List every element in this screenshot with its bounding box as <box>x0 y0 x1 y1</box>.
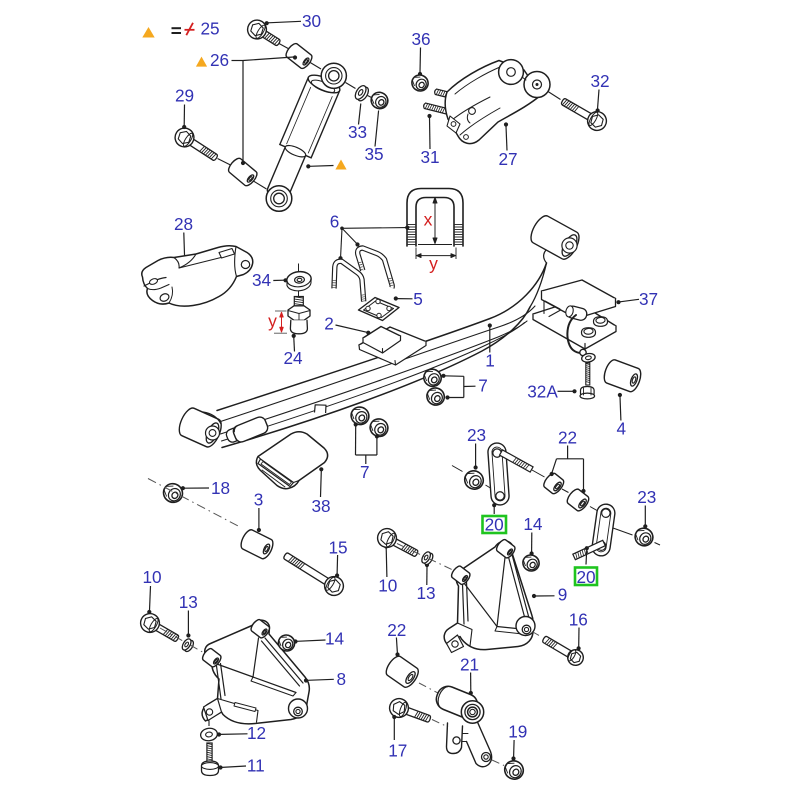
svg-text:x: x <box>424 210 433 230</box>
svg-text:36: 36 <box>411 29 430 49</box>
svg-text:38: 38 <box>311 496 330 516</box>
svg-text:25: 25 <box>200 18 219 38</box>
svg-text:12: 12 <box>247 723 266 743</box>
svg-text:13: 13 <box>416 583 435 603</box>
svg-text:14: 14 <box>325 629 345 649</box>
svg-text:29: 29 <box>175 86 194 106</box>
svg-text:37: 37 <box>639 289 658 309</box>
svg-text:7: 7 <box>360 462 370 482</box>
svg-text:10: 10 <box>378 576 397 596</box>
svg-text:2: 2 <box>324 314 334 334</box>
svg-text:17: 17 <box>388 740 407 760</box>
svg-text:33: 33 <box>348 122 367 142</box>
svg-text:35: 35 <box>364 144 383 164</box>
svg-text:19: 19 <box>508 722 527 742</box>
svg-text:4: 4 <box>617 419 627 439</box>
svg-text:1: 1 <box>485 351 495 371</box>
svg-text:21: 21 <box>460 654 479 674</box>
svg-text:8: 8 <box>337 669 347 689</box>
svg-text:27: 27 <box>498 149 517 169</box>
svg-text:3: 3 <box>254 490 264 510</box>
svg-text:20: 20 <box>576 567 595 587</box>
svg-text:13: 13 <box>179 592 198 612</box>
svg-text:7: 7 <box>478 375 488 395</box>
svg-text:20: 20 <box>485 515 504 535</box>
svg-text:26: 26 <box>210 50 229 70</box>
svg-text:5: 5 <box>413 289 423 309</box>
svg-text:11: 11 <box>247 755 265 775</box>
svg-text:y: y <box>268 311 277 331</box>
svg-text:28: 28 <box>174 214 193 234</box>
svg-text:16: 16 <box>569 609 588 629</box>
svg-text:24: 24 <box>283 348 303 368</box>
svg-text:6: 6 <box>330 212 340 232</box>
svg-text:9: 9 <box>558 585 568 605</box>
svg-text:23: 23 <box>467 425 486 445</box>
svg-text:10: 10 <box>142 567 161 587</box>
svg-text:22: 22 <box>387 620 406 640</box>
svg-text:15: 15 <box>328 537 347 557</box>
svg-text:34: 34 <box>252 270 272 290</box>
svg-text:31: 31 <box>420 147 439 167</box>
svg-text:30: 30 <box>302 11 321 31</box>
svg-text:y: y <box>429 254 438 274</box>
svg-text:32: 32 <box>590 71 609 91</box>
svg-text:23: 23 <box>637 487 656 507</box>
svg-text:22: 22 <box>558 428 577 448</box>
svg-text:14: 14 <box>523 514 543 534</box>
svg-text:32A: 32A <box>527 382 558 402</box>
svg-text:18: 18 <box>211 478 230 498</box>
